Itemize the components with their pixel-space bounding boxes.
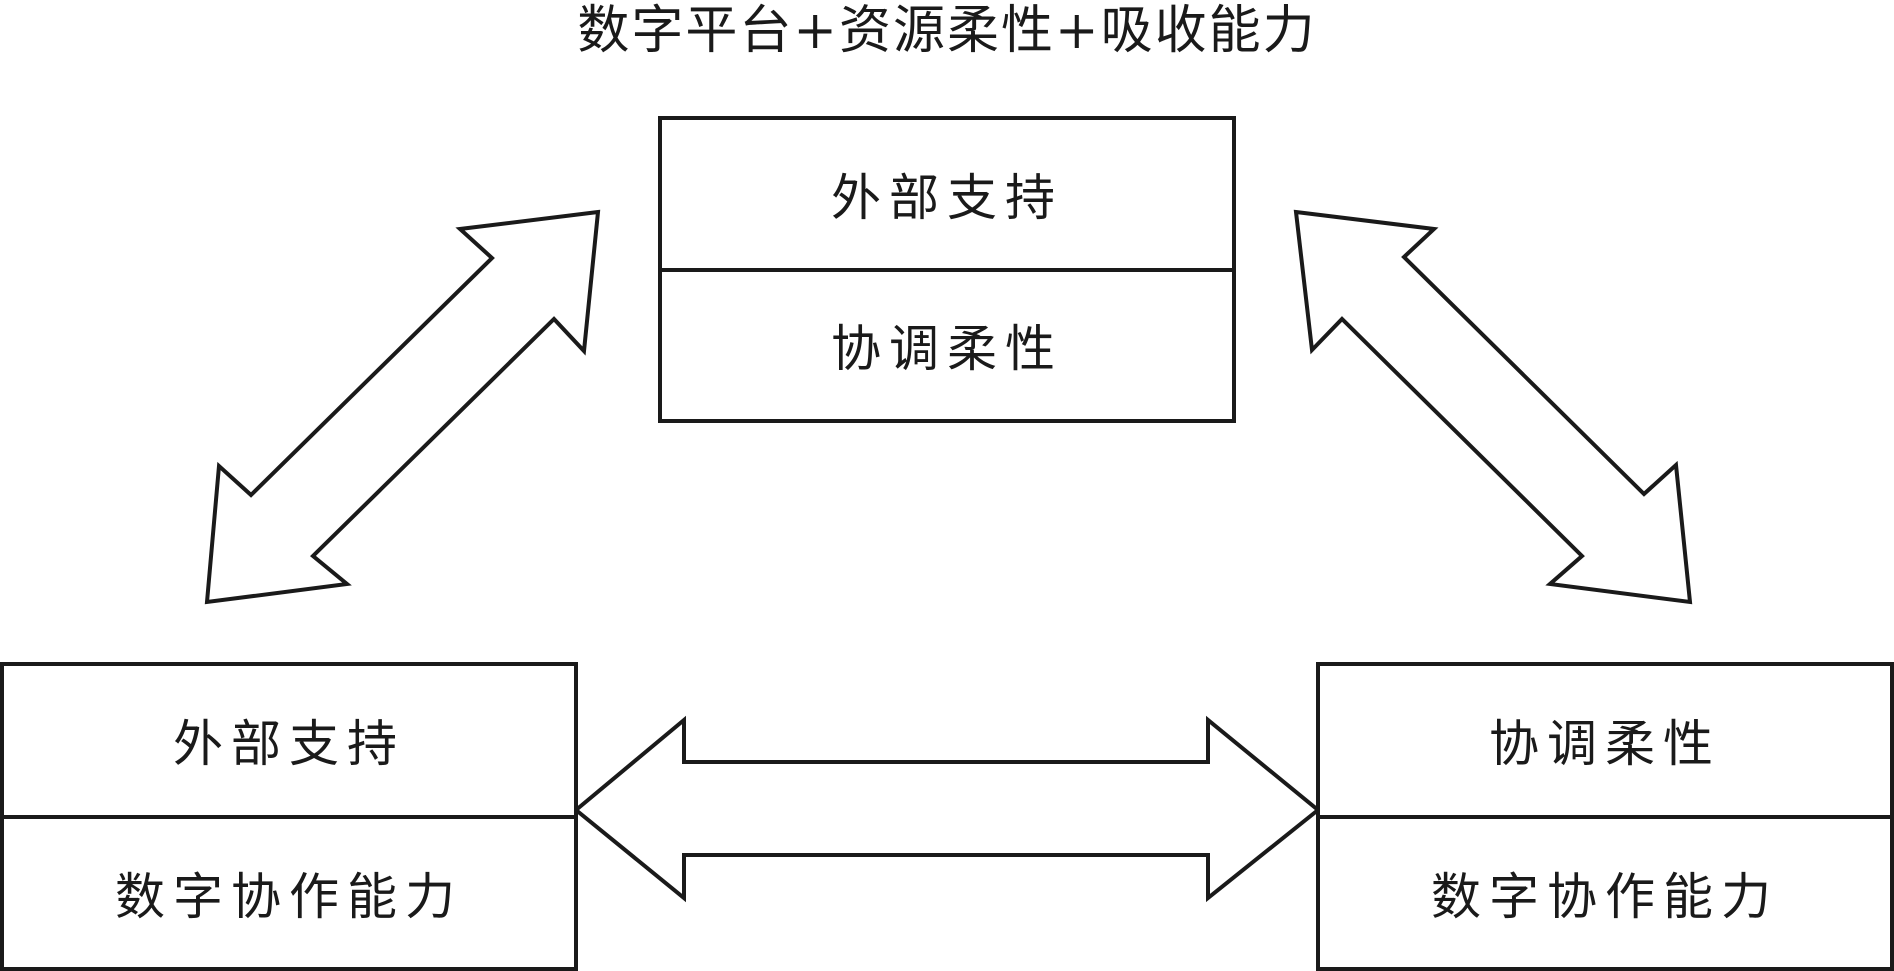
top-box-lower-label: 协调柔性 [662, 267, 1232, 420]
top-box-upper-label: 外部支持 [831, 168, 1063, 227]
right-box: 协调柔性 数字协作能力 [1316, 662, 1894, 971]
right-box-lower-label: 数字协作能力 [1320, 814, 1890, 968]
left-box-lower-label: 数字协作能力 [4, 814, 574, 968]
top-box: 外部支持 协调柔性 [658, 116, 1236, 423]
diagram-title: 数字平台+资源柔性+吸收能力 [577, 1, 1317, 61]
left-box: 外部支持 数字协作能力 [0, 662, 578, 971]
left-box-upper-label: 外部支持 [173, 715, 405, 774]
right-box-upper-label: 协调柔性 [1489, 715, 1721, 774]
arrow-top-left [204, 209, 601, 605]
arrow-top-right [1293, 209, 1693, 605]
arrow-left-right [572, 715, 1322, 903]
